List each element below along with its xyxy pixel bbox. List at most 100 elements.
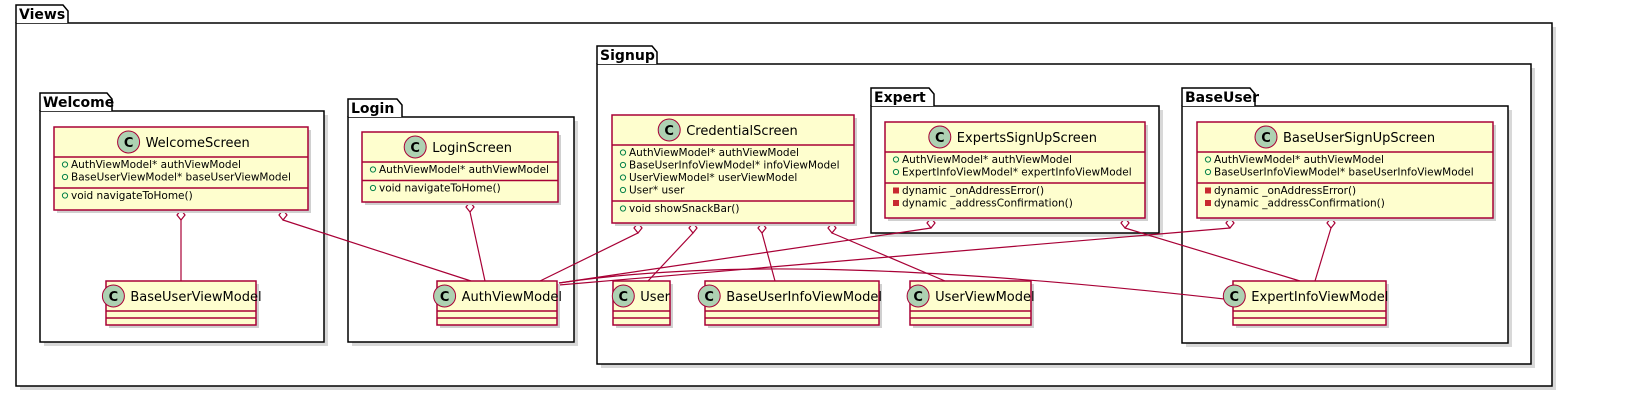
- class-box: [361, 131, 559, 203]
- public-marker: [619, 161, 627, 169]
- class-field: AuthViewModel* authViewModel: [1214, 154, 1384, 166]
- public-marker: [892, 168, 900, 176]
- public-marker: [61, 161, 69, 168]
- class-user: C User: [611, 280, 673, 328]
- private-marker: [893, 200, 899, 206]
- package-label: BaseUser: [1185, 90, 1259, 106]
- relation-line: [558, 227, 1231, 286]
- relation-line: [558, 268, 1234, 301]
- class-icon-letter: C: [935, 131, 945, 146]
- class-baseUserInfoViewModel: C BaseUserInfoViewModel: [697, 280, 882, 328]
- class-name: BaseUserSignUpScreen: [1283, 131, 1435, 146]
- class-field: BaseUserViewModel* baseUserViewModel: [71, 172, 291, 184]
- class-icon-letter: C: [124, 136, 134, 151]
- class-field: AuthViewModel* authViewModel: [379, 164, 549, 176]
- class-box: [884, 121, 1146, 219]
- class-icon: [928, 125, 952, 149]
- class-box: [1196, 121, 1494, 219]
- package-tab: [1181, 87, 1256, 106]
- package-tab: [15, 4, 69, 23]
- class-icon: [101, 284, 125, 308]
- class-icon-letter: C: [109, 290, 119, 305]
- class-name: ExpertInfoViewModel: [1251, 290, 1388, 305]
- class-name: UserViewModel: [935, 290, 1035, 305]
- class-box: [611, 114, 855, 224]
- class-icon-letter: C: [1261, 131, 1271, 146]
- class-field: ExpertInfoViewModel* expertInfoViewModel: [902, 167, 1132, 179]
- class-method: void navigateToHome(): [71, 190, 193, 202]
- public-marker: [1204, 156, 1212, 163]
- private-marker: [1205, 200, 1211, 206]
- public-marker: [619, 205, 627, 212]
- class-icon: [1254, 125, 1278, 149]
- class-name: LoginScreen: [432, 141, 512, 156]
- class-name: BaseUserInfoViewModel: [726, 290, 882, 305]
- package-label: Views: [19, 7, 65, 23]
- public-marker: [619, 186, 627, 194]
- class-method: void showSnackBar(): [629, 203, 739, 215]
- class-baseUserViewModel: C BaseUserViewModel: [101, 280, 262, 328]
- class-icon: [1222, 284, 1246, 308]
- private-marker: [893, 187, 899, 194]
- class-name: WelcomeScreen: [146, 136, 250, 151]
- class-icon-letter: C: [410, 141, 420, 156]
- class-icon-letter: C: [664, 124, 674, 139]
- class-method: void navigateToHome(): [379, 183, 501, 195]
- class-name: User: [640, 290, 670, 305]
- relation-line: [282, 219, 472, 282]
- class-icon-letter: C: [704, 290, 714, 305]
- package-label: Login: [351, 101, 394, 117]
- class-name: BaseUserViewModel: [130, 290, 261, 305]
- class-field: AuthViewModel* authViewModel: [902, 154, 1072, 166]
- public-marker: [61, 192, 69, 199]
- relation-line: [558, 227, 932, 284]
- public-marker: [892, 156, 900, 163]
- package-tab: [596, 45, 658, 64]
- package-tab: [347, 98, 403, 117]
- class-name: AuthViewModel: [462, 290, 562, 305]
- class-name: ExpertsSignUpScreen: [957, 131, 1097, 146]
- relation-line: [1124, 227, 1301, 282]
- class-method: dynamic _onAddressError(): [1214, 185, 1356, 197]
- class-userViewModel: C UserViewModel: [906, 280, 1035, 328]
- class-method: dynamic _addressConfirmation(): [902, 198, 1073, 210]
- class-field: AuthViewModel* authViewModel: [71, 159, 241, 171]
- class-method: dynamic _addressConfirmation(): [1214, 198, 1385, 210]
- public-marker: [619, 149, 627, 156]
- class-name: CredentialScreen: [686, 124, 798, 139]
- public-marker: [369, 184, 377, 192]
- relation-line: [469, 211, 486, 282]
- class-icon-letter: C: [913, 290, 923, 305]
- class-authViewModel: C AuthViewModel: [433, 280, 562, 328]
- class-icon-letter: C: [1230, 290, 1240, 305]
- class-expertInfoViewModel: C ExpertInfoViewModel: [1222, 280, 1389, 328]
- class-field: AuthViewModel* authViewModel: [629, 147, 799, 159]
- relation-line: [761, 232, 776, 282]
- class-icon-letter: C: [440, 290, 450, 305]
- class-box: [53, 126, 309, 211]
- class-icon: [403, 135, 427, 159]
- private-marker: [1205, 187, 1211, 194]
- class-icon: [697, 284, 721, 308]
- package-label: Expert: [874, 90, 926, 106]
- relation-line: [539, 232, 639, 282]
- public-marker: [619, 174, 627, 181]
- public-marker: [61, 173, 69, 181]
- package-tab: [870, 87, 935, 106]
- class-field: UserViewModel* userViewModel: [629, 172, 797, 184]
- class-icon: [657, 118, 681, 142]
- class-icon: [906, 284, 930, 308]
- public-marker: [1204, 168, 1212, 176]
- class-icon-letter: C: [619, 290, 629, 305]
- relation-line: [1314, 227, 1332, 282]
- class-field: BaseUserInfoViewModel* baseUserInfoViewM…: [1214, 167, 1474, 179]
- package-label: Signup: [600, 48, 655, 64]
- class-icon: [433, 284, 457, 308]
- class-icon: [611, 284, 635, 308]
